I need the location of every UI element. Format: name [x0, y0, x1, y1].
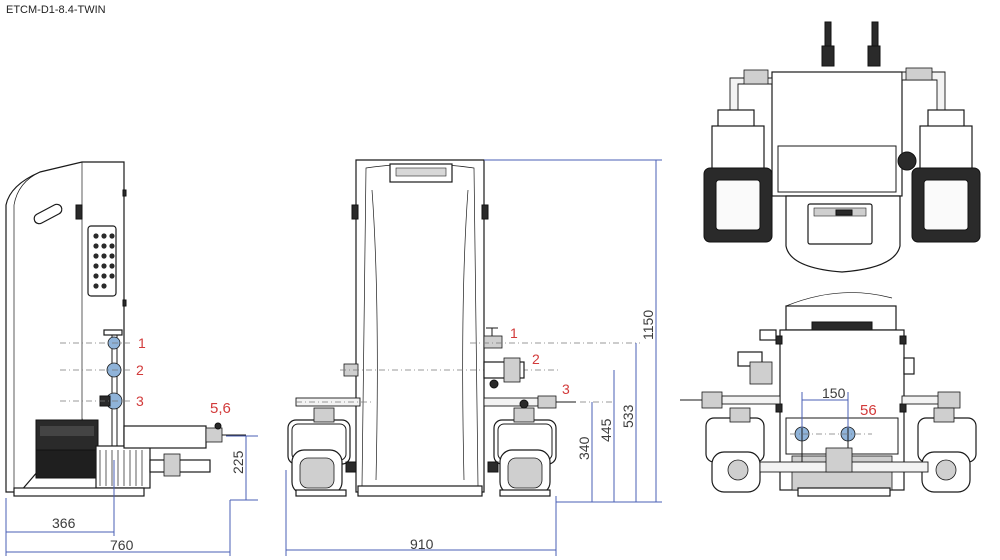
callout-3: 3 [136, 393, 144, 409]
front-view: 1 2 3 1150 533 445 340 910 [285, 159, 662, 556]
callout-56: 56 [860, 402, 877, 419]
front-pump-right [487, 407, 557, 497]
callout-1: 1 [138, 335, 146, 351]
dim-910: 910 [410, 536, 434, 552]
dim-1150: 1150 [640, 310, 656, 340]
callout-3: 3 [562, 381, 570, 397]
dim-225: 225 [230, 450, 246, 474]
dim-533: 533 [620, 404, 636, 428]
callout-2: 2 [532, 351, 540, 367]
dim-366: 366 [52, 515, 76, 531]
front-pump-left [287, 407, 357, 497]
rear-pump-right [917, 407, 977, 493]
keypad [87, 225, 117, 297]
side-view: 1 2 3 5,6 225 366 760 [5, 161, 258, 556]
top-view [703, 21, 981, 273]
dim-150: 150 [822, 385, 846, 401]
callout-1: 1 [510, 325, 518, 341]
dim-760: 760 [110, 537, 134, 553]
dim-445: 445 [598, 418, 614, 442]
callout-5-6: 5,6 [210, 400, 231, 417]
callout-2: 2 [136, 362, 144, 378]
front-cabinet [355, 159, 485, 493]
drawing-title: ETCM-D1-8.4-TWIN [6, 4, 106, 16]
dim-340: 340 [576, 436, 592, 460]
rear-view: 150 56 [680, 292, 977, 497]
rear-pump-left [705, 407, 765, 493]
